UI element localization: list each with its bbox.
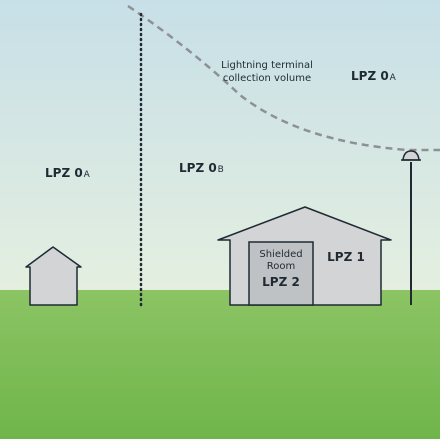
- ground: [0, 290, 440, 439]
- label-collection-volume-line2: collection volume: [223, 73, 311, 84]
- shielded-room: [248, 241, 314, 306]
- lightning-terminal-head-icon: [402, 150, 420, 161]
- label-lpz0a-left-main: LPZ 0: [45, 166, 83, 180]
- label-collection-volume-line1: Lightning terminal: [221, 60, 313, 71]
- label-lpz0a-right: LPZ 0A: [351, 69, 397, 83]
- label-lpz0b: LPZ 0B: [179, 161, 224, 175]
- label-shielded-line1: Shielded: [259, 249, 302, 260]
- label-lpz0b-sub: B: [218, 165, 224, 175]
- collection-volume-curve: [127, 4, 440, 152]
- label-lpz1: LPZ 1: [327, 250, 365, 264]
- label-lpz0a-right-main: LPZ 0: [351, 69, 389, 83]
- label-lpz2: LPZ 2: [262, 275, 300, 289]
- label-lpz0b-main: LPZ 0: [179, 161, 217, 175]
- label-lpz0a-left-sub: A: [84, 170, 91, 180]
- label-shielded-line2: Room: [267, 261, 295, 272]
- small-house: [25, 246, 82, 306]
- label-lpz0a-right-sub: A: [390, 73, 397, 83]
- label-lpz0a-left: LPZ 0A: [45, 166, 91, 180]
